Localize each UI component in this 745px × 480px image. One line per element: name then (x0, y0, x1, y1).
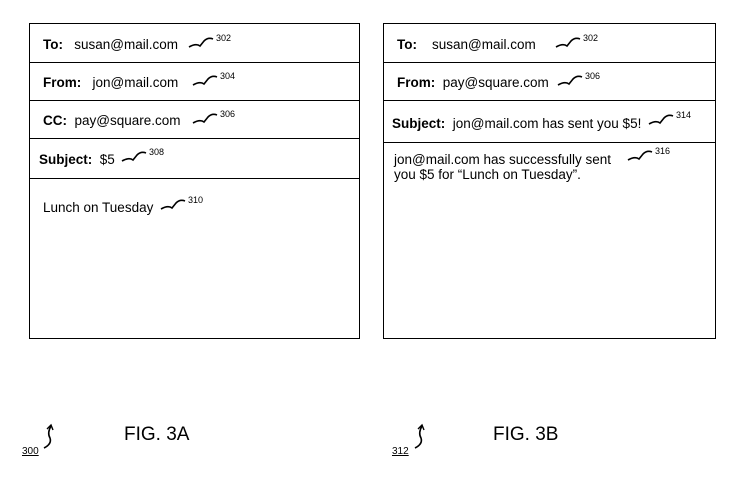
cc-row: CC: pay@square.com (30, 101, 359, 139)
subject-row: Subject: $5 (30, 139, 359, 179)
leader-line-308 (121, 151, 147, 162)
to-value: susan@mail.com (74, 37, 179, 52)
ref-302: 302 (216, 33, 232, 43)
ref-308: 308 (149, 147, 165, 157)
leader-line-306 (557, 75, 583, 86)
leader-line-304 (192, 75, 218, 86)
figure-ref-312: 312 (392, 446, 409, 457)
figure-ref-300: 300 (22, 446, 39, 457)
body-text: jon@mail.com has successfully sent you $… (394, 152, 611, 182)
leader-line-306 (192, 113, 218, 124)
leader-line-314 (648, 114, 674, 125)
to-label: To: (397, 37, 417, 52)
ref-310: 310 (188, 195, 204, 205)
leader-line-302 (188, 37, 214, 48)
email-panel-fig-3b: To: susan@mail.com From: pay@square.com … (383, 23, 716, 339)
cc-label: CC: (43, 113, 67, 128)
subject-row: Subject: jon@mail.com has sent you $5! (384, 101, 715, 143)
leader-line-310 (160, 199, 186, 210)
subject-value: jon@mail.com has sent you $5! (452, 116, 642, 131)
ref-314: 314 (676, 110, 692, 120)
figure-caption: FIG. 3A (124, 424, 190, 445)
to-row: To: susan@mail.com (30, 24, 359, 63)
body-line-1: jon@mail.com has successfully sent (394, 152, 612, 167)
leader-line-302 (555, 37, 581, 48)
ref-302: 302 (583, 33, 599, 43)
from-row: From: pay@square.com (384, 63, 715, 101)
to-label: To: (43, 37, 63, 52)
ref-316: 316 (655, 146, 671, 156)
from-value: pay@square.com (442, 75, 549, 90)
from-value: jon@mail.com (92, 75, 179, 90)
subject-label: Subject: (39, 152, 93, 167)
leader-line-316 (627, 150, 653, 161)
subject-value: $5 (99, 152, 115, 167)
body-text: Lunch on Tuesday (43, 200, 154, 215)
from-label: From: (397, 75, 436, 90)
email-panel-fig-3a: To: susan@mail.com From: jon@mail.com CC… (29, 23, 360, 339)
from-row: From: jon@mail.com (30, 63, 359, 101)
from-label: From: (43, 75, 82, 90)
to-row: To: susan@mail.com (384, 24, 715, 63)
ref-304: 304 (220, 71, 236, 81)
figure-arrow-312 (414, 423, 425, 449)
ref-306: 306 (585, 71, 601, 81)
body-line-2: you $5 for “Lunch on Tuesday”. (394, 167, 581, 182)
cc-value: pay@square.com (74, 113, 181, 128)
to-value: susan@mail.com (432, 37, 536, 52)
figure-arrow-300 (43, 423, 54, 449)
subject-label: Subject: (392, 116, 446, 131)
ref-306: 306 (220, 109, 236, 119)
figure-caption: FIG. 3B (493, 424, 559, 445)
